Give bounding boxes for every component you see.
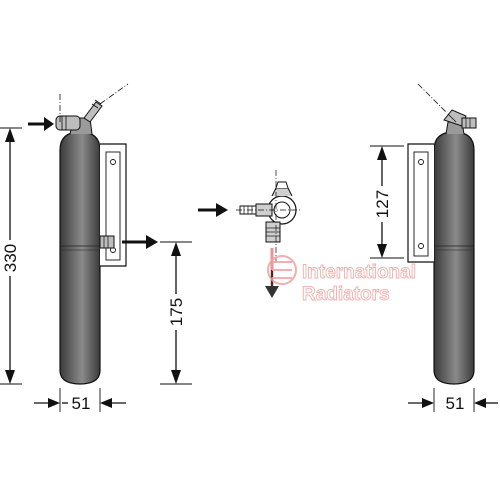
right-bracket-hole-bottom (418, 243, 424, 249)
left-drier-body (59, 131, 101, 385)
left-side-port (99, 235, 115, 249)
left-outlet-fitting (83, 101, 103, 123)
center-outlet-arrow (265, 248, 279, 298)
center-fitting-detail (236, 170, 300, 262)
dim-right-width: 51 (408, 388, 498, 413)
dim-left-height-label: 330 (1, 244, 20, 272)
right-bracket (407, 143, 434, 263)
left-inlet-arrow (28, 117, 54, 131)
right-axis-line-diag (417, 83, 447, 113)
center-inlet-arrow (198, 203, 228, 217)
dim-right-width-label: 51 (446, 394, 465, 413)
dim-left-width: 51 (34, 388, 126, 413)
watermark-logo: International Radiators (267, 255, 416, 305)
dim-right-height-label: 127 (373, 190, 392, 218)
dim-lower-height-label: 175 (167, 298, 186, 326)
left-outlet-arrow (122, 235, 158, 249)
right-drier (407, 83, 477, 385)
left-drier (55, 83, 129, 385)
left-bracket-hole-top (110, 159, 116, 165)
dim-lower-height: 175 (160, 241, 192, 385)
dim-left-height: 330 (0, 127, 22, 385)
watermark-line-2: Radiators (302, 284, 390, 305)
right-drier-body (433, 131, 475, 385)
dim-left-width-label: 51 (72, 394, 91, 413)
left-axis-line-diag (99, 83, 129, 105)
dim-right-height: 127 (370, 145, 404, 259)
right-side-fitting (461, 117, 477, 129)
right-top-fitting (443, 109, 467, 127)
watermark-line-1: International (302, 262, 416, 283)
right-bracket-hole-top (418, 159, 424, 165)
